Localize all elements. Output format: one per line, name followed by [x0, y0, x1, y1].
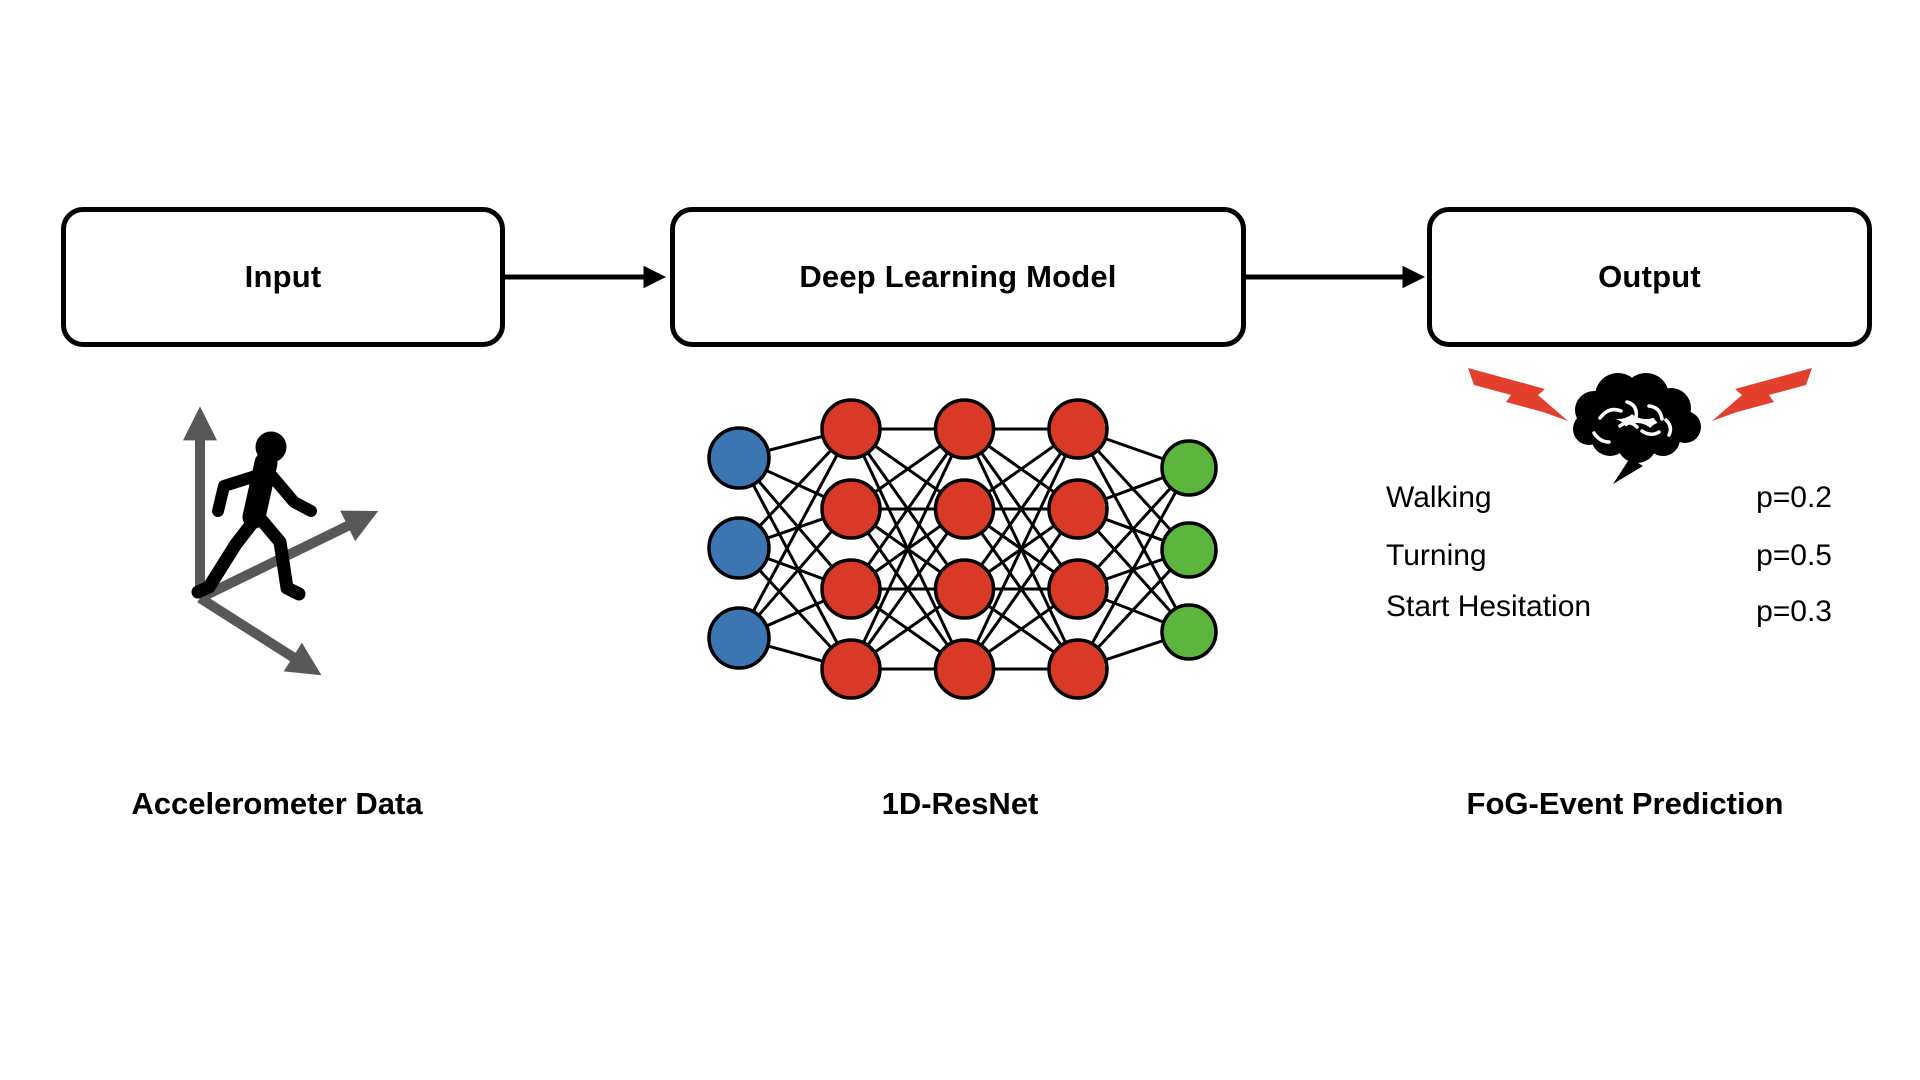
stage-box-input: Input [61, 207, 505, 347]
stage-box-model: Deep Learning Model [670, 207, 1246, 347]
prediction-value: p=0.2 [1756, 481, 1832, 514]
network-node [933, 478, 996, 540]
network-node [707, 516, 771, 580]
brain-icon [1573, 373, 1701, 484]
network-node [1160, 521, 1218, 579]
stage-box-model-label: Deep Learning Model [799, 259, 1117, 294]
network-node [707, 426, 771, 490]
caption-1d-resnet: 1D-ResNet [881, 786, 1039, 821]
stage-box-input-label: Input [244, 259, 322, 294]
neural-network-icon [707, 398, 1218, 700]
prediction-label: Walking [1386, 481, 1492, 514]
brain-lightning-group [1468, 368, 1812, 484]
stage-box-output: Output [1427, 207, 1872, 347]
network-node [820, 638, 882, 700]
network-node [820, 398, 882, 460]
prediction-label: Turning [1386, 539, 1487, 572]
prediction-value: p=0.3 [1756, 595, 1832, 628]
network-node [1047, 558, 1109, 620]
stage-box-output-label: Output [1598, 259, 1701, 294]
network-node [1047, 478, 1109, 540]
network-node [1047, 638, 1109, 700]
lightning-bolt-icon [1468, 368, 1568, 421]
network-node [820, 558, 882, 620]
network-node [1160, 603, 1218, 661]
network-node [1160, 439, 1218, 497]
caption-fog-event-prediction: FoG-Event Prediction [1466, 786, 1784, 821]
network-node [707, 606, 771, 670]
prediction-value: p=0.5 [1756, 539, 1832, 572]
network-node [820, 478, 882, 540]
network-node [933, 638, 996, 700]
network-node [933, 558, 996, 620]
prediction-label: Start Hesitation [1386, 590, 1592, 623]
walking-person-icon [191, 431, 317, 601]
network-node [933, 398, 996, 460]
caption-accelerometer-data: Accelerometer Data [131, 786, 423, 821]
lightning-bolt-icon [1712, 368, 1812, 421]
network-node [1047, 398, 1109, 460]
